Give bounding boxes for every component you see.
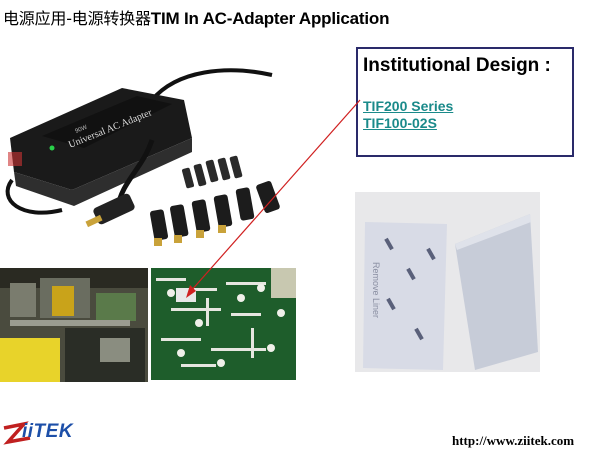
brand-logo: iiTEK xyxy=(22,421,74,442)
thermal-pad-photo: Remove Liner xyxy=(355,192,540,372)
ac-adapter-photo: Universal AC Adapter 90W xyxy=(2,60,302,260)
pcb-photo-left xyxy=(0,268,148,382)
slide-title: 电源应用-电源转换器TIM In AC-Adapter Application xyxy=(3,5,389,29)
design-heading: Institutional Design : xyxy=(363,55,551,76)
slide-title-en: TIM In AC-Adapter Application xyxy=(150,9,390,28)
slide-title-cn: 电源应用-电源转换器 xyxy=(3,9,151,28)
pcb-photo-right xyxy=(151,268,296,380)
adapter-badge: 90W xyxy=(75,125,89,135)
ziitek-logo-icon xyxy=(3,421,31,445)
institutional-design-box: Institutional Design : TIF200 Series TIF… xyxy=(356,47,574,157)
link-tif200-series[interactable]: TIF200 Series xyxy=(363,98,454,114)
brand-url: http://www.ziitek.com xyxy=(452,433,575,448)
link-tif100-02s[interactable]: TIF100-02S xyxy=(363,115,437,131)
pad-liner-text: Remove Liner xyxy=(371,262,381,318)
